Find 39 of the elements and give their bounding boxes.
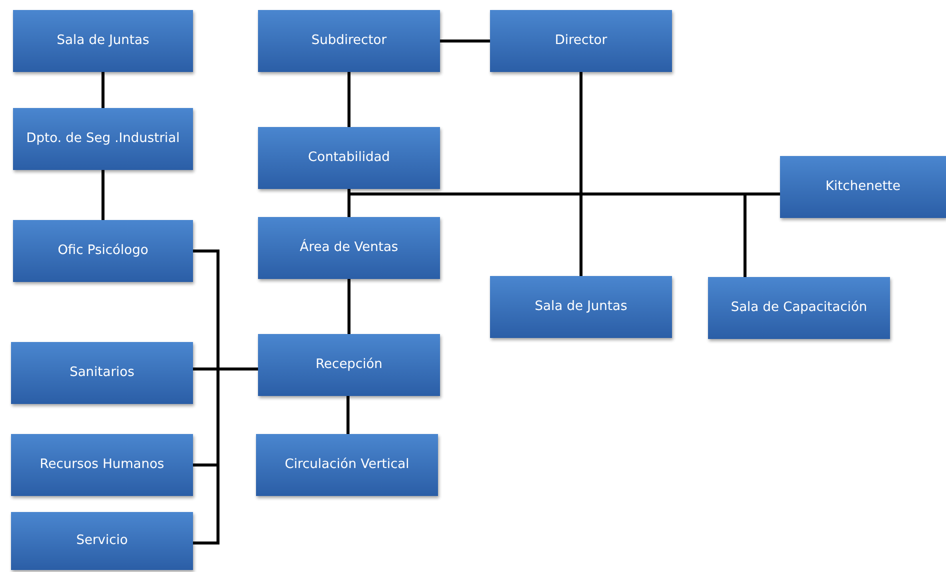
room-label: Sala de Capacitación: [730, 299, 868, 317]
room-box: [256, 434, 438, 496]
room-label: Recepción: [316, 356, 382, 374]
room-box: [258, 10, 440, 72]
room-box: [708, 277, 890, 339]
connector-line: [102, 170, 104, 220]
connector-line: [102, 72, 104, 108]
connector-line: [346, 396, 350, 434]
connector-line: [580, 72, 582, 276]
connector-line: [193, 368, 258, 544]
room-box: [258, 217, 440, 279]
connector-line: [744, 192, 780, 277]
room-box: [11, 434, 193, 496]
room-box: [11, 342, 193, 404]
room-label: Kitchenette: [825, 178, 901, 196]
room-label: Sala de Juntas: [56, 32, 150, 50]
room-label: Servicio: [76, 532, 128, 550]
room-label: Circulación Vertical: [284, 456, 410, 474]
connector-line: [348, 72, 350, 127]
room-label: Dpto. de Seg .Industrial: [26, 130, 180, 148]
room-label: Sala de Juntas: [534, 298, 628, 316]
room-box: [258, 334, 440, 396]
room-label: Área de Ventas: [300, 239, 398, 257]
room-box: [13, 220, 193, 282]
room-box: [780, 156, 946, 218]
room-label: Director: [554, 32, 608, 50]
room-box: [11, 512, 193, 570]
connector-line: [348, 279, 350, 334]
room-label: Subdirector: [311, 32, 387, 50]
room-box: [490, 10, 672, 72]
room-label: Sanitarios: [70, 364, 134, 382]
connector-line: [440, 40, 490, 42]
room-box: [13, 10, 193, 72]
room-box: [490, 276, 672, 338]
room-label: Recursos Humanos: [40, 456, 164, 474]
room-box: [258, 127, 440, 189]
room-label: Ofic Psicólogo: [58, 242, 148, 260]
room-box: [13, 108, 193, 170]
room-label: Contabilidad: [308, 149, 390, 167]
